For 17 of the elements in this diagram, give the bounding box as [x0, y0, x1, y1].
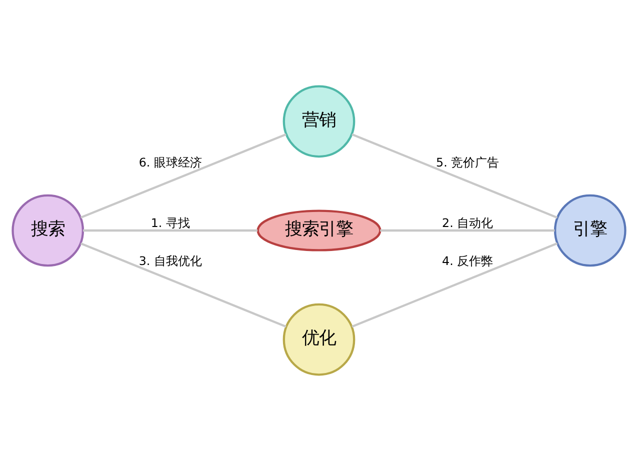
connector	[80, 132, 286, 218]
connector	[83, 228, 258, 232]
node-ellipse: 搜索引擎	[256, 209, 382, 251]
connector	[352, 132, 558, 218]
node-circle: 营销	[282, 84, 356, 158]
connector	[352, 242, 558, 328]
node-circle: 搜索	[12, 194, 84, 266]
edge-label: 3. 自我优化	[138, 253, 202, 268]
edge-label: 1. 寻找	[150, 216, 190, 230]
edge-label: 4. 反作弊	[442, 253, 494, 268]
connector	[80, 242, 286, 328]
connector	[380, 228, 555, 232]
node-circle: 优化	[282, 302, 356, 376]
node-circle: 引擎	[554, 194, 626, 266]
edge-label: 2. 自动化	[442, 216, 494, 230]
edge-label: 5. 竞价广告	[436, 155, 500, 170]
edge-label: 6. 眼球经济	[138, 155, 202, 170]
